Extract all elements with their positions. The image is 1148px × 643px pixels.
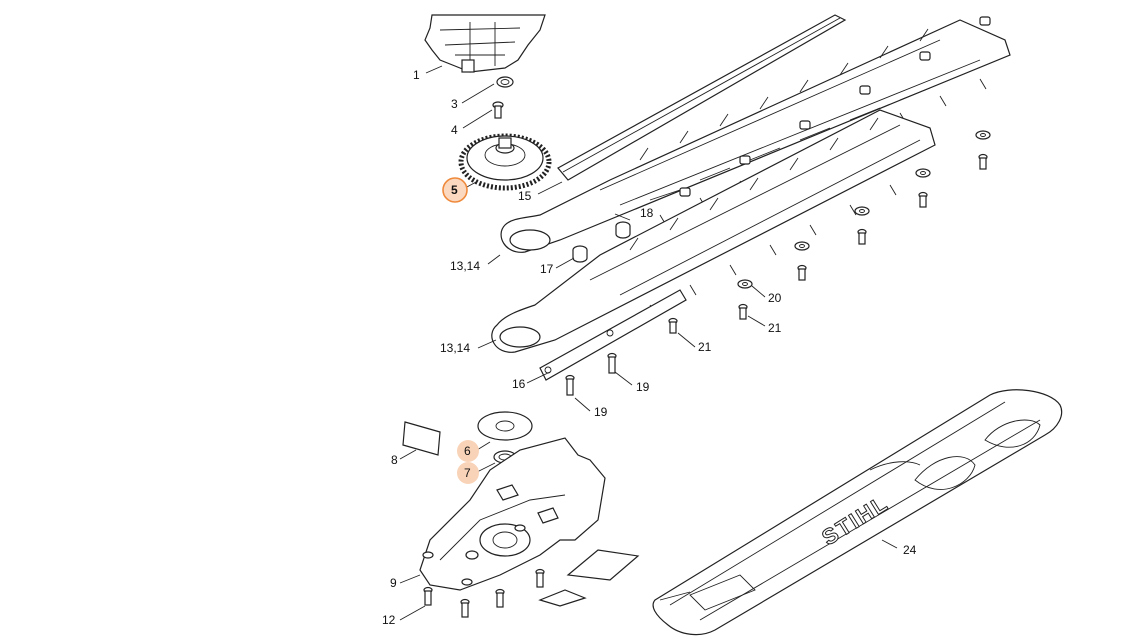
gear-cover-part[interactable] <box>419 437 606 591</box>
callout-labels: 1 3 4 5 15 18 13,14 17 20 21 13,14 21 16… <box>382 68 917 627</box>
screw-part[interactable] <box>495 588 505 608</box>
callout-highlight-badge <box>457 440 479 462</box>
callout-5[interactable]: 5 <box>451 183 458 197</box>
gear-housing-part[interactable] <box>424 14 546 73</box>
spacer-sleeve-part[interactable] <box>739 155 751 165</box>
circlip-part[interactable] <box>496 76 514 88</box>
callout-16[interactable]: 16 <box>512 377 526 391</box>
callout-1[interactable]: 1 <box>413 68 420 82</box>
washer-part[interactable] <box>737 279 753 289</box>
callout-13-14[interactable]: 13,14 <box>450 259 480 273</box>
callout-3[interactable]: 3 <box>451 97 458 111</box>
callout-15[interactable]: 15 <box>518 189 532 203</box>
screw-part[interactable] <box>492 101 504 119</box>
callout-20[interactable]: 20 <box>768 291 782 305</box>
spacer-sleeve-part[interactable] <box>679 187 691 197</box>
callout-8[interactable]: 8 <box>391 453 398 467</box>
spacer-sleeve-part[interactable] <box>859 85 871 95</box>
screw-part[interactable] <box>738 303 748 320</box>
callout-4[interactable]: 4 <box>451 123 458 137</box>
screw-part[interactable] <box>797 264 807 281</box>
washer-part[interactable] <box>794 241 810 251</box>
lower-cutting-blade-part[interactable] <box>491 109 936 353</box>
screw-part[interactable] <box>668 317 678 334</box>
spacer-sleeve-part[interactable] <box>799 120 811 130</box>
blade-guard-strip-part[interactable] <box>557 14 847 181</box>
callout-13-14[interactable]: 13,14 <box>440 341 470 355</box>
washer-part[interactable] <box>915 168 931 178</box>
callout-21[interactable]: 21 <box>768 321 782 335</box>
washer-part[interactable] <box>975 130 991 140</box>
callout-12[interactable]: 12 <box>382 613 396 627</box>
screw-part[interactable] <box>978 153 988 170</box>
callout-18[interactable]: 18 <box>640 206 654 220</box>
screw-part[interactable] <box>918 191 928 208</box>
callout-21[interactable]: 21 <box>698 340 712 354</box>
spacer-sleeve-part[interactable] <box>615 221 631 239</box>
callout-highlight-ring <box>442 177 468 203</box>
screw-part[interactable] <box>607 352 617 374</box>
screw-part[interactable] <box>565 374 575 396</box>
callout-19[interactable]: 19 <box>594 405 608 419</box>
spacer-sleeve-part[interactable] <box>919 51 931 61</box>
spacer-sleeve-part[interactable] <box>979 16 991 26</box>
screw-part[interactable] <box>423 586 433 606</box>
callout-6[interactable]: 6 <box>464 444 471 458</box>
callout-19[interactable]: 19 <box>636 380 650 394</box>
callout-7[interactable]: 7 <box>464 466 471 480</box>
screw-part[interactable] <box>857 228 867 245</box>
gear-wheel-part[interactable] <box>458 133 552 191</box>
screw-part[interactable] <box>535 568 545 588</box>
screw-part[interactable] <box>460 598 470 618</box>
washer-part[interactable] <box>854 206 870 216</box>
callout-24[interactable]: 24 <box>903 543 917 557</box>
callout-highlight-badge <box>457 462 479 484</box>
callout-17[interactable]: 17 <box>540 262 554 276</box>
spacer-sleeve-part[interactable] <box>572 245 588 263</box>
blade-scabbard-part[interactable] <box>652 389 1063 636</box>
gasket-part[interactable] <box>538 549 640 607</box>
label-plate-part[interactable] <box>402 421 441 456</box>
large-washer-part[interactable] <box>477 411 533 441</box>
callout-9[interactable]: 9 <box>390 576 397 590</box>
